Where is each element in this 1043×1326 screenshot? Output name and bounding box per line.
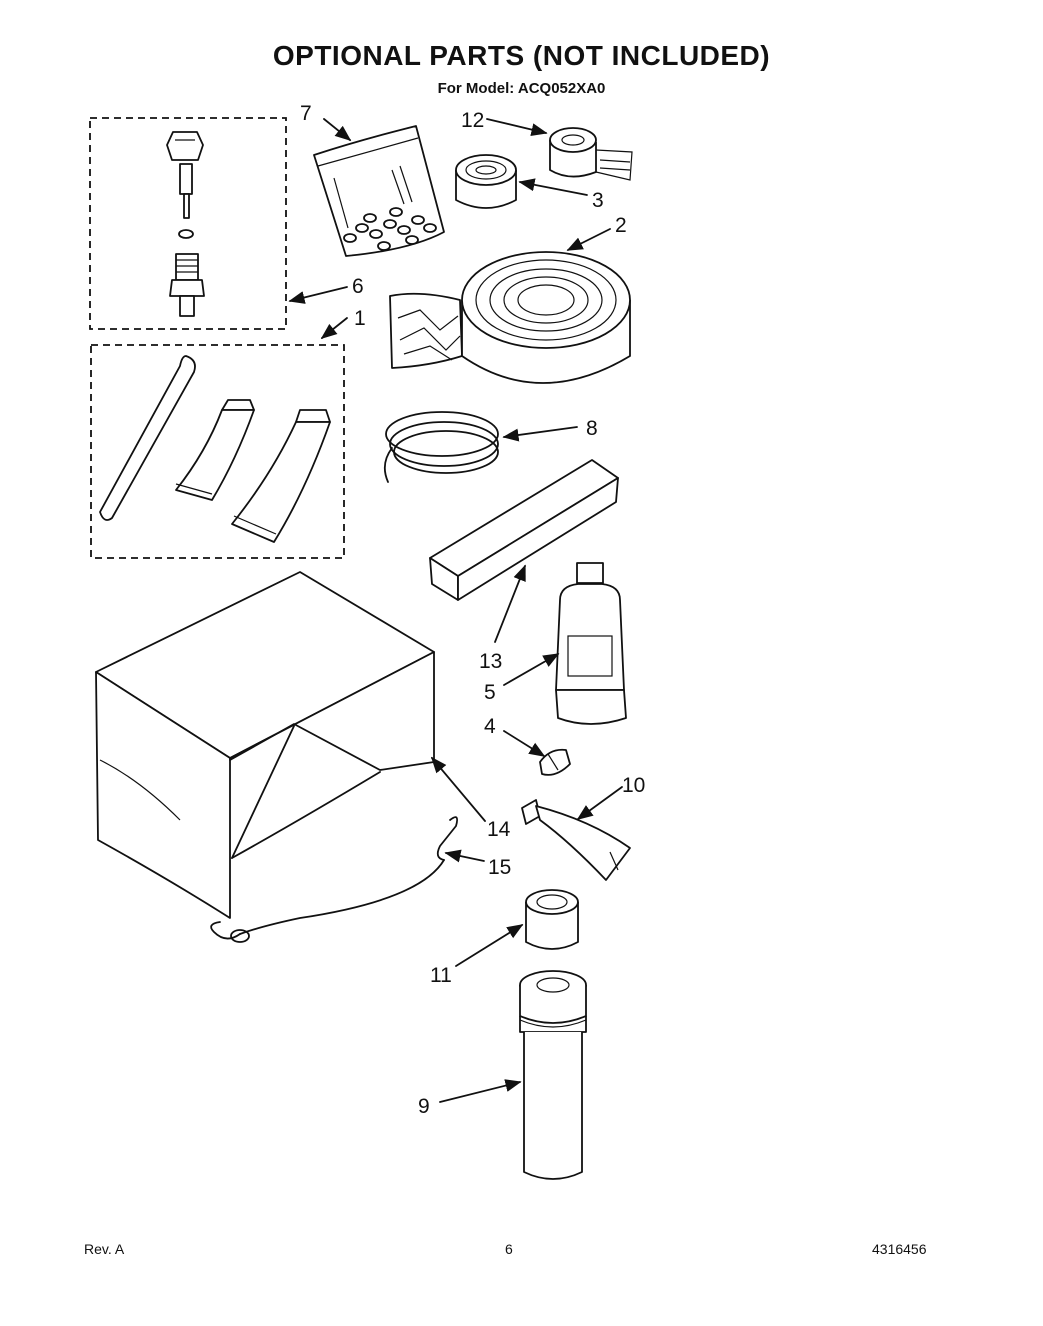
callout-8: 8 bbox=[586, 417, 598, 440]
insulation-roll-drawing bbox=[389, 251, 631, 384]
callout-1: 1 bbox=[354, 307, 366, 330]
callout-5: 5 bbox=[484, 681, 496, 704]
tape-roll-3-drawing bbox=[455, 154, 517, 209]
gasket-and-tubes-drawing bbox=[99, 355, 331, 543]
callout-6: 6 bbox=[352, 275, 364, 298]
revision-label: Rev. A bbox=[84, 1241, 125, 1257]
callout-10: 10 bbox=[622, 774, 645, 797]
tube-10-drawing bbox=[521, 799, 631, 881]
callout-7: 7 bbox=[300, 102, 312, 125]
group-box-part-1 bbox=[90, 344, 345, 559]
group-box-part-6 bbox=[89, 117, 287, 330]
page-number: 6 bbox=[505, 1241, 513, 1257]
document-number: 4316456 bbox=[872, 1241, 927, 1257]
callout-11: 11 bbox=[430, 964, 452, 987]
callout-14: 14 bbox=[487, 818, 511, 841]
aerosol-can-drawing bbox=[519, 970, 587, 1180]
fastener-bag-drawing bbox=[313, 125, 445, 257]
unit-cover-drawing bbox=[95, 571, 435, 919]
callout-12: 12 bbox=[461, 109, 484, 132]
model-subtitle: For Model: ACQ052XA0 bbox=[437, 80, 606, 97]
tape-roll-12-drawing bbox=[549, 127, 633, 181]
bottle-drawing bbox=[555, 562, 627, 725]
wire-coil-drawing bbox=[383, 411, 499, 483]
nozzle-drawing bbox=[539, 748, 571, 776]
page-title: OPTIONAL PARTS (NOT INCLUDED) bbox=[272, 40, 771, 71]
cylinder-11-drawing bbox=[525, 889, 579, 950]
cord-drawing bbox=[210, 816, 459, 943]
callout-4: 4 bbox=[484, 715, 496, 738]
callout-3: 3 bbox=[592, 189, 604, 212]
callout-15: 15 bbox=[488, 856, 511, 879]
foam-strip-drawing bbox=[429, 459, 619, 601]
callout-13: 13 bbox=[479, 650, 502, 673]
callout-9: 9 bbox=[418, 1095, 430, 1118]
fitting-assembly-drawing bbox=[166, 131, 205, 317]
leader-arrows bbox=[288, 118, 623, 1103]
callout-2: 2 bbox=[615, 214, 627, 237]
